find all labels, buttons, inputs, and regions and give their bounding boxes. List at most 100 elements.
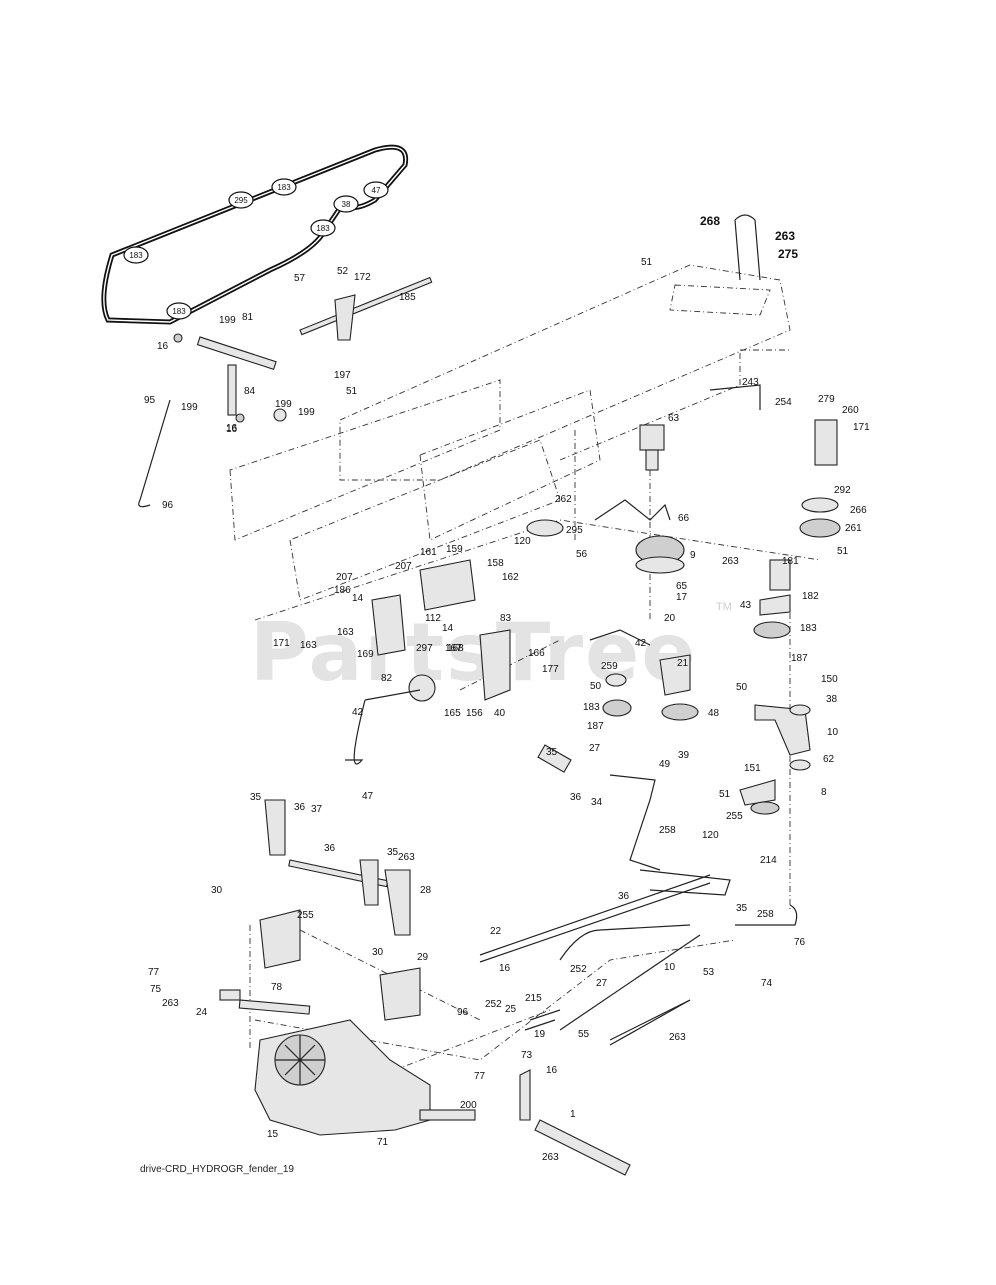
part-callout-number: 292 [834,485,851,496]
part-callout-number: 171 [853,422,870,433]
belt-pulley-shape [123,246,149,264]
part-callout-number: 207 [395,561,412,572]
part-callout-number: 66 [678,513,690,524]
part-callout-number: 19 [534,1029,546,1040]
part-callout-number: 8 [821,787,827,798]
belt-pulley: 38 [333,195,359,213]
part-callout-number: 71 [377,1137,389,1148]
belt-pulley: 295 [228,191,254,209]
part-callout-number: 254 [775,397,792,408]
part-callout-number: 16 [499,963,511,974]
part-callout-number: 243 [742,377,759,388]
part-callout-number: 63 [668,413,680,424]
part-callout-number: 181 [782,556,799,567]
part-callout-number: 28 [420,885,432,896]
part-callout-number: 35 [387,847,399,858]
part-callout-number: 35 [736,903,748,914]
part-callout-number: 52 [337,266,349,277]
part-callout-number: 255 [297,910,314,921]
part-callout-number: 199 [181,402,198,413]
part-callout-number: 183 [800,623,817,634]
part-callout-number: 51 [837,546,849,557]
part-callout-number: 163 [337,627,354,638]
diagram-footer-label: drive-CRD_HYDROGR_fender_19 [140,1164,294,1175]
part-callout-number: 25 [505,1004,517,1015]
upper-right-parts [526,214,841,639]
belt-pulley-shape [310,219,336,237]
part-callout-number: 50 [736,682,748,693]
belt-pulley-label: 47 [372,186,381,195]
part-callout-number: 158 [487,558,504,569]
part-callout-number: 24 [196,1007,208,1018]
part-callout-number: 297 [416,643,433,654]
part-callout-number: 57 [294,273,306,284]
part-callout-number: 261 [845,523,862,534]
part-callout-number: 82 [381,673,393,684]
part-callout-number: 21 [677,658,689,669]
part-callout-number: 268 [700,214,720,228]
part-callout-number: 51 [641,257,653,268]
part-callout-number: 199 [275,399,292,410]
part-callout-number: 15 [267,1129,279,1140]
part-callout-number: 252 [485,999,502,1010]
part-callout-number: 42 [635,638,647,649]
watermark-text: PartsTree [250,606,698,699]
part-callout-number: 187 [587,721,604,732]
part-callout-number: 259 [601,661,618,672]
part-callout-number: 159 [446,544,463,555]
belt-pulley-label: 183 [172,307,186,316]
part-callout-number: 81 [242,312,254,323]
part-callout-number: 186 [334,585,351,596]
part-callout-number: 275 [778,247,798,261]
part-callout-number: 279 [818,394,835,405]
part-callout-number: 47 [362,791,374,802]
part-callout-number: 199 [298,407,315,418]
part-callout-number: 95 [144,395,156,406]
part-callout-number: 156 [466,708,483,719]
center-brackets [345,559,699,765]
part-callout-number: 17 [676,592,688,603]
part-callout-number: 252 [570,964,587,975]
part-callout-number: 29 [417,952,429,963]
part-callout-number: 40 [494,708,506,719]
part-callout-number: 197 [334,370,351,381]
part-callout-number: 262 [555,494,572,505]
part-callout-number: 96 [162,500,174,511]
part-callout-number: 16 [226,424,238,435]
lower-linkage [264,744,798,1041]
part-callout-number: 37 [311,804,323,815]
part-callout-number: 55 [578,1029,590,1040]
belt-pulley-shape [333,195,359,213]
part-callout-number: 169 [357,649,374,660]
part-callout-number: 36 [324,843,336,854]
belt-pulley-label: 183 [316,224,330,233]
part-callout-number: 38 [826,694,838,705]
part-callout-number: 65 [676,581,688,592]
belt-pulley-shape [363,181,389,199]
part-callout-number: 14 [442,623,454,634]
part-callout-number: 27 [596,978,608,989]
part-callout-number: 35 [250,792,262,803]
part-callout-number: 120 [702,830,719,841]
part-callout-number: 48 [708,708,720,719]
part-callout-number: 168 [447,643,464,654]
part-callout-number: 199 [219,315,236,326]
part-callout-number: 16 [226,423,238,434]
part-callout-number: 34 [591,797,603,808]
belt-pulley-label: 183 [129,251,143,260]
belt-pulley-label: 295 [234,196,248,205]
part-callout-number: 200 [460,1100,477,1111]
drive-belt [101,144,409,325]
part-callout-number: 9 [690,550,696,561]
part-callout-number: 162 [502,572,519,583]
part-callout-number: 150 [821,674,838,685]
part-callout-number: 77 [148,967,160,978]
part-callout-number: 266 [850,505,867,516]
part-callout-number: 16 [157,341,169,352]
part-callout-number: 263 [542,1152,559,1163]
belt-pulley: 183 [310,219,336,237]
part-callout-number: 56 [576,549,588,560]
part-callout-number: 214 [760,855,777,866]
